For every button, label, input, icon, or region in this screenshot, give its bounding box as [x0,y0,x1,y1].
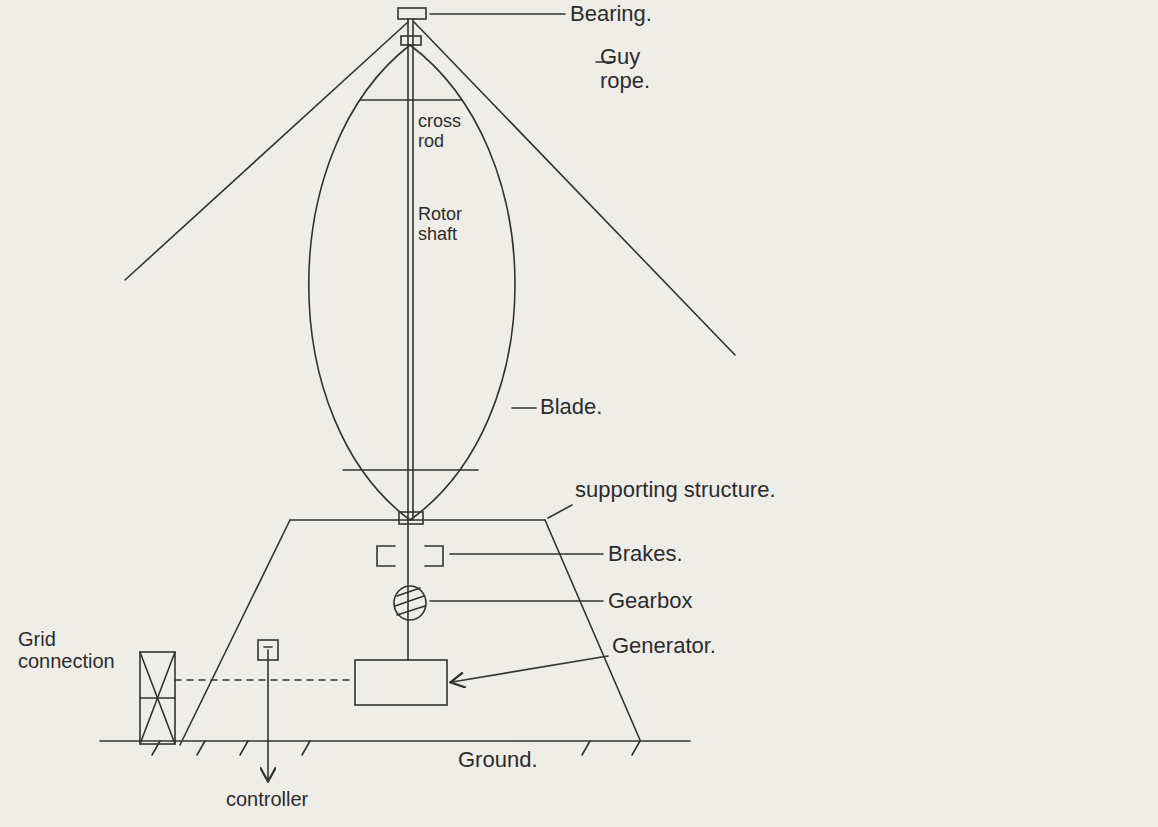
part-label: Brakes. [608,542,683,566]
part-label: Ground. [458,748,538,772]
part-label: Grid connection [18,628,130,672]
part-label: Guy rope. [600,45,680,93]
part-label: Rotor shaft [418,205,474,245]
part-label: Generator. [612,634,716,658]
part-label: Bearing. [570,2,652,26]
part-label: supporting structure. [575,478,776,502]
part-label: cross rod [418,112,466,152]
part-label: controller [226,788,308,810]
part-label: Gearbox [608,589,692,613]
part-label: Blade. [540,395,602,419]
